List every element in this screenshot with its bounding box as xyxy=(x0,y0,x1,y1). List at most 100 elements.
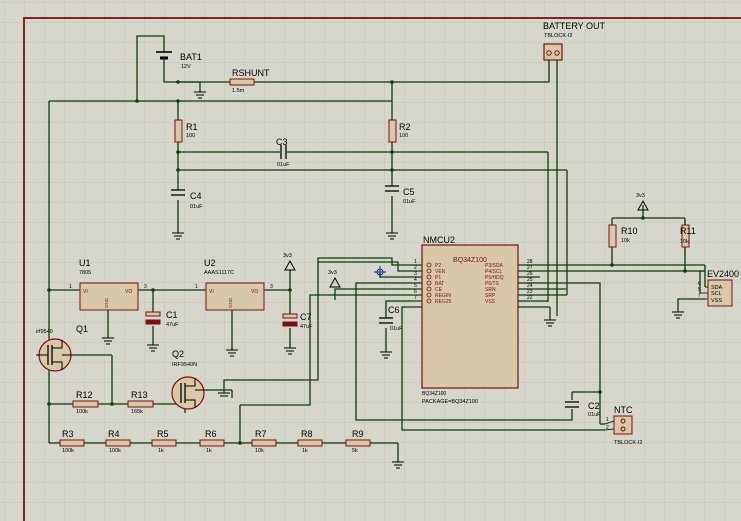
power-3v3-top: 3v3 xyxy=(636,193,649,211)
c4-ref: C4 xyxy=(190,191,202,201)
capacitor-c6[interactable]: C6 01uF xyxy=(379,305,403,332)
ntc-pin1: 1 xyxy=(606,417,609,423)
resistor-r9[interactable]: R9 5k xyxy=(345,429,371,454)
c7-ref: C7 xyxy=(300,312,312,322)
c7-val: 47uF xyxy=(300,324,313,330)
c2-val: 01uF xyxy=(588,412,601,418)
ic-nmcu2[interactable]: NMCU2 BQ34Z100 BQ34Z100 PACKAGE=BQ34Z100… xyxy=(413,235,533,405)
regulator-u2[interactable]: U2 AAAS1117C VI VO GND 1 3 xyxy=(195,258,273,311)
ev2400-connector[interactable]: EV2400 SDA SCL VSS 6 5 7 xyxy=(698,269,739,307)
resistor-r12[interactable]: R12 100k xyxy=(72,390,99,415)
r5-val: 1k xyxy=(158,448,164,454)
nmcu2-right-pin-26: P5/HDQ xyxy=(485,275,504,281)
resistor-r4[interactable]: R4 100k xyxy=(105,429,131,454)
capacitor-c5[interactable]: C5 01uF xyxy=(385,185,416,205)
r12-ref: R12 xyxy=(76,390,93,400)
ground-c5 xyxy=(386,232,398,240)
c3-ref: C3 xyxy=(276,137,288,147)
nmcu2-left-pin-2: VEN xyxy=(435,269,446,275)
r10-ref: R10 xyxy=(621,226,638,236)
nmcu2-num-23: 23 xyxy=(527,289,533,295)
ground-bat1 xyxy=(194,91,206,99)
u2-pin1: 1 xyxy=(195,284,198,290)
u2-ref: U2 xyxy=(204,258,216,268)
capacitor-c7[interactable]: C7 47uF xyxy=(282,312,313,330)
bat1-ref: BAT1 xyxy=(180,52,202,62)
capacitor-c1[interactable]: C1 47uF xyxy=(145,310,179,328)
pwr-top-label: 3v3 xyxy=(636,193,645,199)
q1-ref: Q1 xyxy=(76,324,88,334)
battery-out-connector[interactable]: BATTERY OUT TBLOCK-I2 xyxy=(543,21,606,61)
r13-val: 165k xyxy=(131,409,143,415)
ground-nmcu2-vss xyxy=(544,319,556,327)
ground-ev2400 xyxy=(672,311,684,319)
nmcu2-num-28: 28 xyxy=(527,259,533,265)
rshunt-val: 1.5m xyxy=(232,88,245,94)
mosfet-q1[interactable]: Q1 irf9540 xyxy=(36,324,88,372)
resistor-r2[interactable]: R2 100 xyxy=(388,119,411,143)
q1-val: irf9540 xyxy=(36,329,53,335)
nmcu2-num-27: 27 xyxy=(527,265,533,271)
c4-val: 01uF xyxy=(190,204,203,210)
ground-c7 xyxy=(284,347,296,355)
resistor-r8[interactable]: R8 1k xyxy=(297,429,323,454)
u1-pin1: 1 xyxy=(69,284,72,290)
u2-pin3: 3 xyxy=(270,284,273,290)
ground-c1 xyxy=(147,344,159,352)
nmcu2-pkg: PACKAGE=BQ34Z100 xyxy=(422,399,478,405)
nmcu2-num-7: 7 xyxy=(414,295,417,301)
regulator-u1[interactable]: U1 7805 VI VO GND 1 3 xyxy=(69,258,147,311)
nmcu2-num-24: 24 xyxy=(527,283,533,289)
ev2400-pin-sda: SDA xyxy=(711,285,723,291)
resistor-r5[interactable]: R5 1k xyxy=(151,429,177,454)
c6-val: 01uF xyxy=(390,326,403,332)
r8-ref: R8 xyxy=(301,429,313,439)
mosfet-q2[interactable]: Q2 IRF9540N xyxy=(171,349,205,410)
r4-val: 100k xyxy=(109,448,121,454)
power-3v3-mid: 3v3 xyxy=(328,270,341,288)
resistor-r1[interactable]: R1 100 xyxy=(174,119,198,143)
nmcu2-right-pin-27: P4/SCL xyxy=(485,269,502,275)
resistor-r11[interactable]: R11 10k xyxy=(680,224,696,248)
resistor-rshunt[interactable]: RSHUNT 1.5m xyxy=(229,68,270,94)
capacitor-c3[interactable]: C3 01uF xyxy=(276,137,290,168)
ground-u1 xyxy=(102,337,114,345)
ground-c4 xyxy=(172,232,184,240)
nmcu2-left-pin-circles xyxy=(426,262,432,304)
ground-c6 xyxy=(380,351,392,359)
resistor-r3[interactable]: R3 100k xyxy=(59,429,85,454)
ntc-connector[interactable]: NTC TBLOCK-I2 1 2 xyxy=(604,405,642,446)
u1-vo: VO xyxy=(125,289,132,295)
rshunt-ref: RSHUNT xyxy=(232,68,270,78)
u2-vo: VO xyxy=(251,289,258,295)
nmcu2-chip: BQ34Z100 xyxy=(453,257,487,264)
nmcu2-num-26: 26 xyxy=(527,271,533,277)
resistor-r7[interactable]: R7 10k xyxy=(251,429,277,454)
r9-val: 5k xyxy=(352,448,358,454)
capacitor-c4[interactable]: C4 01uF xyxy=(171,189,203,210)
resistor-r6[interactable]: R6 1k xyxy=(199,429,225,454)
nmcu2-right-pin-23: SRP xyxy=(485,293,496,299)
resistor-r13[interactable]: R13 165k xyxy=(127,390,154,415)
nmcu2-right-pin-22: VSS xyxy=(485,299,496,305)
c6-ref: C6 xyxy=(388,305,400,315)
r10-val: 10k xyxy=(621,238,630,244)
r11-val: 10k xyxy=(680,239,689,245)
u2-vi: VI xyxy=(209,289,214,295)
nmcu2-num-4: 4 xyxy=(414,277,417,283)
ntc-ref: NTC xyxy=(614,405,633,415)
capacitor-c2[interactable]: C2 01uF xyxy=(565,401,601,418)
cursor-crosshair-icon xyxy=(374,266,386,278)
nmcu2-right-pin-25: P6/TS xyxy=(485,281,500,287)
nmcu2-pin-ticks xyxy=(413,264,422,308)
nmcu2-num-5: 5 xyxy=(414,283,417,289)
nmcu2-num-25: 25 xyxy=(527,277,533,283)
pwr-u2-label: 3v3 xyxy=(283,253,292,259)
battery-out-val: TBLOCK-I2 xyxy=(544,33,572,39)
r6-val: 1k xyxy=(206,448,212,454)
resistor-r10[interactable]: R10 10k xyxy=(608,224,638,248)
battery-bat1[interactable]: BAT1 12V xyxy=(156,51,202,72)
r5-ref: R5 xyxy=(157,429,169,439)
ev2400-num-7: 7 xyxy=(698,293,701,299)
